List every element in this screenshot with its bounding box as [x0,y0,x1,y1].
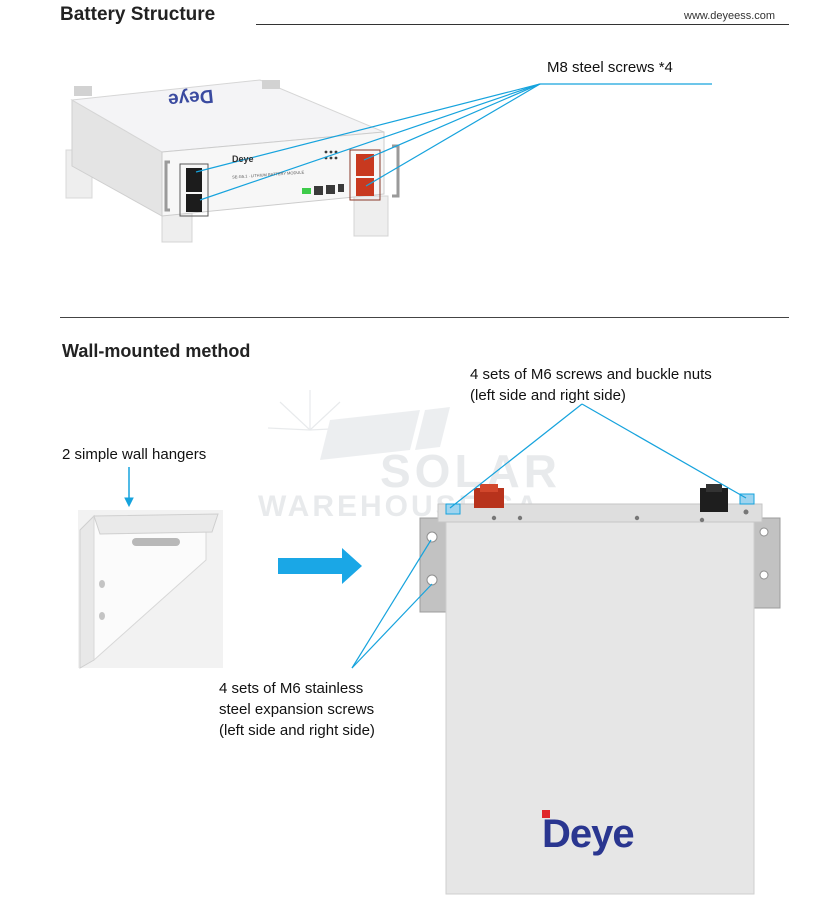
callout-exp-line-3: (left side and right side) [219,722,375,739]
hanger-down-arrow [124,467,134,508]
battery-wall-body [445,511,755,895]
terminal-black-plate [179,163,209,217]
terminal-red-lower [356,178,374,196]
terminal-black-upper [186,168,202,192]
battery-foot-right-front [353,195,389,237]
terminal-black-lower [186,194,202,212]
port-green [302,188,311,194]
handle-left [164,160,170,212]
deye-logo-mark-red [542,810,550,818]
watermark-solar: SOLAR [380,445,561,497]
website-url[interactable]: www.deyeess.com [684,10,776,22]
section-title-battery-structure: Battery Structure [60,4,216,25]
terminal-red-upper [356,154,374,176]
terminal-red-wall-cap [480,484,498,492]
deye-brand-logo: Deye [542,812,635,856]
terminal-red-plate [349,149,381,201]
callout-lines-m6-bottom [351,539,433,669]
callout-m8-screws: M8 steel screws *4 [547,59,673,76]
callout-m6-expansion-screws: 4 sets of M6 stainless steel expansion s… [219,678,375,741]
watermark-sun-icon [267,390,351,431]
buckle-clip-left [445,503,461,515]
mount-bracket-right [751,517,781,609]
terminal-red-wall [474,488,504,508]
mount-bracket-left [419,517,447,613]
buckle-clip-right [739,493,755,505]
watermark-panels [320,407,450,460]
top-bracket-right [262,80,280,89]
terminal-black-wall-cap [706,484,722,492]
callout-exp-line-1: 4 sets of M6 stainless [219,680,364,697]
callout-lines-m8 [195,83,712,201]
indicator-leds [324,150,338,160]
battery-module-illustration: Deye Deye SE-G5.1 · LITHIUM BATTERY MODU… [0,0,824,300]
callout-m6-line-2: (left side and right side) [470,387,626,404]
callout-m6-screws-buckle-nuts: 4 sets of M6 screws and buckle nuts (lef… [470,364,712,406]
top-screw-holes [455,509,749,523]
port-2 [326,185,335,194]
port-3 [338,184,344,192]
section-separator [60,317,789,318]
wall-hangers-label: 2 simple wall hangers [62,446,207,463]
module-brand-label: Deye [232,154,254,164]
direction-arrow [278,548,362,584]
callout-exp-line-2: steel expansion screws [219,701,375,718]
top-bracket-left [74,86,92,96]
section-title-wall-mounted: Wall-mounted method [62,341,251,361]
port-1 [314,186,323,195]
battery-front-face [161,131,385,217]
callout-lines-m6-top [449,403,747,509]
callout-m6-line-1: 4 sets of M6 screws and buckle nuts [470,366,712,383]
wall-hanger-bracket [78,510,223,669]
header-rule [256,24,789,25]
